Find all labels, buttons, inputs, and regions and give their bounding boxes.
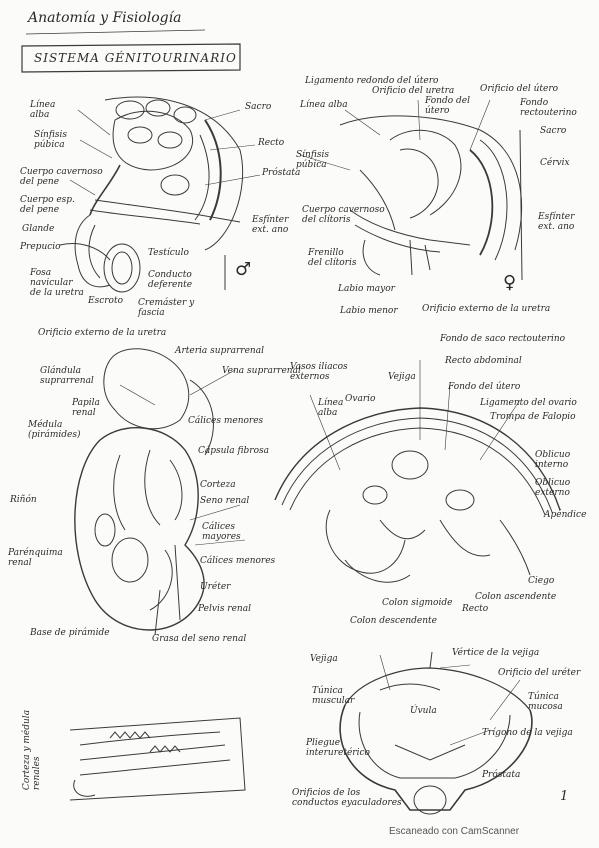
abdomen-label-colon-sigmoide: Colon sigmoide — [382, 598, 453, 608]
female-label-esfinter: Esfínter ext. ano — [538, 212, 575, 232]
male-label-cuerpo-esponjoso: Cuerpo esp. del pene — [20, 195, 75, 215]
male-label-sacro: Sacro — [245, 102, 272, 112]
male-label-testiculo: Testículo — [148, 248, 189, 258]
bladder-label-prostata: Próstata — [482, 770, 521, 780]
female-label-sinfisis: Sínfisis púbica — [296, 150, 329, 170]
abdomen-label-apendice: Apéndice — [544, 510, 587, 520]
female-label-labio-mayor: Labio mayor — [338, 284, 395, 294]
male-label-glande: Glande — [22, 224, 55, 234]
nephron-label: Corteza y médula renales — [22, 709, 43, 791]
abdomen-label-colon-descendente: Colon descendente — [350, 616, 437, 626]
male-label-sinfisis: Sínfisis púbica — [34, 130, 67, 150]
female-label-sacro: Sacro — [540, 126, 567, 136]
kidney-label-base: Base de pirámide — [30, 628, 110, 638]
kidney-label-medula: Médula (pirámides) — [28, 420, 81, 440]
abdomen-sketch — [274, 407, 561, 583]
kidney-label-ureter: Uréter — [200, 582, 231, 592]
abdomen-label-fondo-saco: Fondo de saco rectouterino — [440, 334, 566, 344]
female-label-orificio-uretra: Orificio del uretra — [372, 86, 455, 96]
title-box — [21, 43, 241, 73]
male-label-conducto: Conducto deferente — [148, 270, 193, 290]
female-pelvis-sketch — [339, 115, 523, 281]
male-label-esfinter: Esfínter ext. ano — [252, 215, 289, 235]
bladder-label-tunica-mucosa: Túnica mucosa — [528, 692, 563, 712]
leader-lines — [69, 99, 521, 746]
female-label-fondo-utero: Fondo del útero — [425, 96, 470, 116]
abdomen-label-recto-abdominal: Recto abdominal — [445, 356, 522, 366]
male-symbol: ♂ — [235, 259, 251, 280]
female-label-linea-alba: Línea alba — [300, 100, 348, 110]
abdomen-label-vasos: Vasos iliacos externos — [290, 362, 348, 382]
female-label-cuerpo-clitoris: Cuerpo cavernoso del clítoris — [302, 205, 385, 225]
scanner-watermark: Escaneado con CamScanner — [389, 826, 520, 837]
male-pelvis-sketch — [59, 96, 244, 293]
female-label-cervix: Cérvix — [540, 158, 570, 168]
abdomen-label-ovario: Ovario — [345, 394, 376, 404]
kidney-label-calices-menores: Cálices menores — [188, 416, 264, 426]
male-label-linea-alba: Línea alba — [30, 100, 56, 120]
male-label-escroto: Escroto — [88, 296, 123, 306]
abdomen-label-trompa: Trompa de Falopio — [490, 412, 576, 422]
kidney-label-papila: Papila renal — [72, 398, 100, 418]
bladder-label-uvula: Úvula — [410, 706, 437, 716]
female-label-fondo-rectouterino: Fondo rectouterino — [520, 98, 577, 118]
bladder-label-pliegue: Pliegue interuretérico — [306, 738, 370, 758]
male-label-prepucio: Prepucio — [20, 242, 61, 252]
kidney-label-glandula: Glándula suprarrenal — [40, 366, 94, 386]
abdomen-label-oblicuo-interno: Oblicuo interno — [535, 450, 571, 470]
male-label-recto: Recto — [258, 138, 285, 148]
page-number: 1 — [560, 789, 569, 804]
kidney-label-vena: Vena suprarrenal — [222, 366, 301, 376]
abdomen-label-vejiga: Vejiga — [388, 372, 416, 382]
male-label-prostata: Próstata — [262, 168, 301, 178]
abdomen-label-linea-alba: Línea alba — [318, 398, 344, 418]
bladder-label-orificios: Orificios de los conductos eyaculadores — [292, 788, 402, 808]
nephron-sketch — [69, 717, 246, 801]
female-label-ligamento: Ligamento redondo del útero — [305, 76, 439, 86]
kidney-label-arteria: Arteria suprarrenal — [175, 346, 264, 356]
bladder-label-orificio-ureter: Orificio del uréter — [498, 668, 581, 678]
kidney-label-rinon: Riñón — [10, 495, 37, 505]
abdomen-label-fondo-utero: Fondo del útero — [448, 382, 521, 392]
bladder-label-trigono: Trígono de la vejiga — [482, 728, 573, 738]
system-title: SISTEMA GÉNITOURINARIO — [34, 51, 237, 65]
male-label-cuerpo-cavernoso: Cuerpo cavernoso del pene — [20, 167, 103, 187]
bladder-label-vejiga: Vejiga — [310, 654, 338, 664]
abdomen-label-oblicuo-externo: Oblicuo externo — [535, 478, 571, 498]
bladder-sketch — [339, 651, 533, 815]
abdomen-label-recto: Recto — [462, 604, 489, 614]
female-label-orificio-utero: Orificio del útero — [480, 84, 559, 94]
abdomen-label-colon-ascendente: Colon ascendente — [475, 592, 557, 602]
bladder-label-vertice: Vértice de la vejiga — [452, 648, 540, 658]
kidney-label-calices-mayores: Cálices mayores — [202, 522, 241, 542]
female-symbol: ♀ — [503, 272, 516, 293]
kidney-label-grasa: Grasa del seno renal — [152, 634, 247, 644]
abdomen-label-ligamento-ovario: Ligamento del ovario — [480, 398, 577, 408]
kidney-label-seno: Seno renal — [200, 496, 250, 506]
kidney-label-calices-menores2: Cálices menores — [200, 556, 276, 566]
abdomen-label-ciego: Ciego — [528, 576, 555, 586]
male-label-orificio: Orificio externo de la uretra — [38, 328, 167, 338]
female-label-frenillo: Frenillo del clítoris — [308, 248, 357, 268]
kidney-label-corteza: Corteza — [200, 480, 236, 490]
kidney-label-parenquima: Parénquima renal — [8, 548, 63, 568]
female-label-orificio-ext: Orificio externo de la uretra — [422, 304, 551, 314]
bladder-label-tunica-muscular: Túnica muscular — [312, 686, 355, 706]
kidney-sketch — [74, 348, 214, 636]
male-label-fosa: Fosa navicular de la uretra — [30, 268, 84, 298]
female-label-labio-menor: Labio menor — [340, 306, 398, 316]
male-label-cremaster: Cremáster y fascia — [138, 298, 195, 318]
subject-title: Anatomía y Fisiología — [28, 10, 182, 26]
kidney-label-capsula: Cápsula fibrosa — [198, 446, 270, 456]
kidney-label-pelvis: Pelvis renal — [198, 604, 251, 614]
